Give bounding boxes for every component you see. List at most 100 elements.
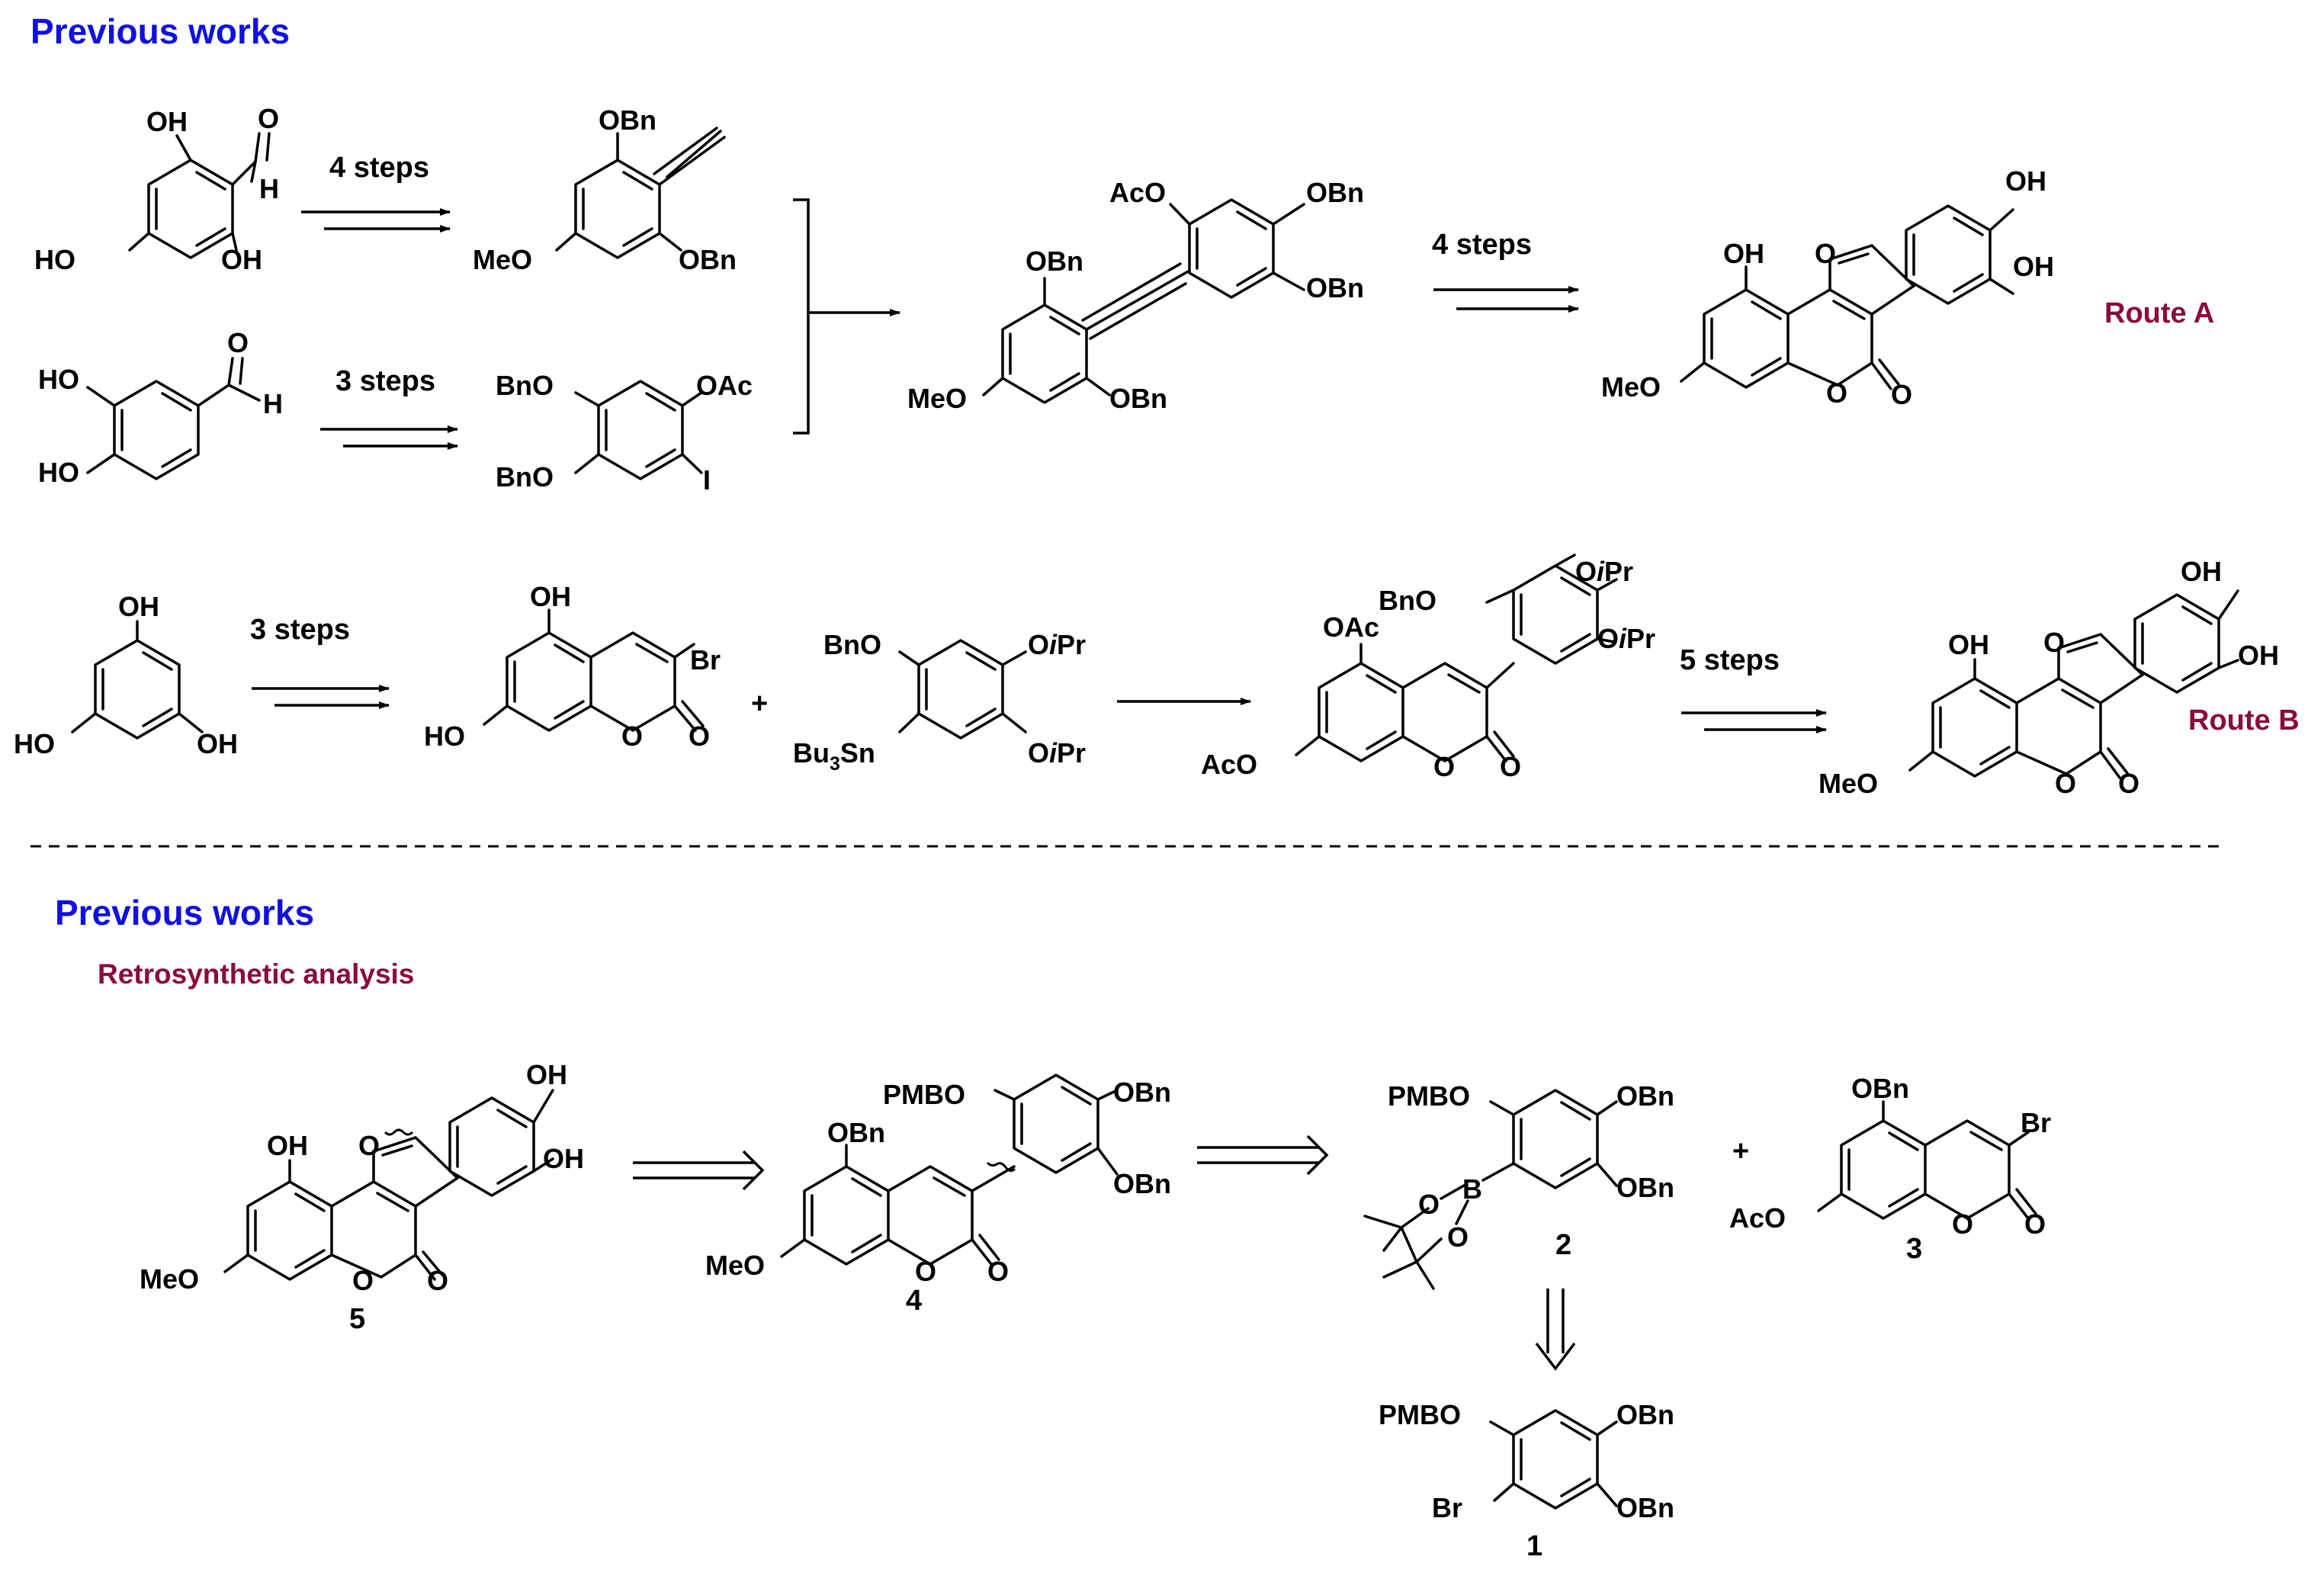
label-meo: MeO xyxy=(473,244,532,275)
label-o-ipr: OiPr xyxy=(1028,629,1086,660)
label-bno: BnO xyxy=(1379,585,1436,616)
label-obn: OBn xyxy=(1026,246,1083,277)
label-oac: OAc xyxy=(1323,611,1379,643)
label-obn: OBn xyxy=(1851,1073,1909,1104)
label-obn: OBn xyxy=(1616,1399,1674,1430)
plus-sign-route-b: + xyxy=(751,688,768,720)
label-meo: MeO xyxy=(1601,371,1661,403)
step-label-a1: 4 steps xyxy=(329,152,429,184)
molecule-coumestan-route-b: OH O OH OH MeO O O xyxy=(1818,556,2279,799)
label-oh: OH xyxy=(267,1130,308,1161)
label-obn: OBn xyxy=(1113,1077,1171,1108)
label-o: O xyxy=(689,720,710,752)
reaction-arrow-a2: 3 steps xyxy=(320,365,458,450)
label-obn: OBn xyxy=(1616,1172,1674,1203)
compound-number-2: 2 xyxy=(1555,1229,1571,1261)
label-meo: MeO xyxy=(1818,768,1878,799)
label-o: O xyxy=(1418,1189,1440,1220)
label-o: O xyxy=(915,1256,936,1287)
molecule-compound-4: PMBO OBn OBn OBn MeO O O 4 xyxy=(705,1074,1171,1317)
label-oh: OH xyxy=(2005,165,2046,197)
label-ho: HO xyxy=(34,244,75,275)
label-o: O xyxy=(2024,1208,2046,1240)
compound-number-1: 1 xyxy=(1526,1530,1542,1562)
label-obn: OBn xyxy=(679,244,737,275)
label-o-ipr: OiPr xyxy=(1597,623,1655,654)
molecule-compound-1: PMBO OBn Br OBn 1 xyxy=(1379,1399,1674,1562)
label-oh: OH xyxy=(543,1143,584,1174)
label-ho: HO xyxy=(38,364,79,395)
label-meo: MeO xyxy=(907,383,967,414)
heading-previous-works-top: Previous works xyxy=(30,11,290,51)
label-oh: OH xyxy=(197,728,238,759)
label-o: O xyxy=(1891,379,1912,410)
retrosynthetic-arrow-3 xyxy=(1535,1289,1576,1371)
label-ho: HO xyxy=(14,728,55,759)
label-br: Br xyxy=(2021,1107,2051,1138)
label-h: H xyxy=(259,173,279,204)
retrosynthetic-arrow-1 xyxy=(633,1150,765,1191)
label-tributylstannyl: Bu3Sn xyxy=(793,737,875,775)
label-o: O xyxy=(1500,751,1521,782)
label-o: O xyxy=(1447,1221,1469,1253)
molecule-diarylalkyne: AcO OBn OBn OBn MeO OBn xyxy=(907,177,1364,414)
label-br: Br xyxy=(1432,1492,1462,1523)
label-o: O xyxy=(2118,768,2139,799)
label-o: O xyxy=(358,1130,380,1161)
label-obn: OBn xyxy=(1306,177,1364,208)
reaction-arrow-a3: 4 steps xyxy=(1432,229,1579,313)
label-pmbo: PMBO xyxy=(1388,1080,1470,1112)
label-o: O xyxy=(2055,768,2076,799)
label-o: O xyxy=(352,1265,374,1296)
label-ho: HO xyxy=(424,720,465,752)
label-oh: OH xyxy=(1723,238,1764,269)
label-route-b: Route B xyxy=(2188,704,2300,737)
molecule-compound-5: OH O OH OH MeO O O 5 xyxy=(140,1059,584,1335)
molecule-aryl-stannane: BnO OiPr Bu3Sn OiPr xyxy=(793,629,1086,775)
label-meo: MeO xyxy=(140,1263,199,1295)
label-pmbo: PMBO xyxy=(883,1079,965,1110)
label-o-ipr: OiPr xyxy=(1028,737,1086,769)
compound-number-3: 3 xyxy=(1906,1233,1922,1265)
label-aco: AcO xyxy=(1729,1202,1786,1234)
label-ho: HO xyxy=(38,457,79,488)
label-o: O xyxy=(2043,627,2065,658)
molecule-bromocoumarin: OH Br HO O O xyxy=(424,581,721,752)
molecule-coumestan-route-a: OH O OH OH MeO O O xyxy=(1601,165,2054,410)
label-boron: B xyxy=(1462,1173,1482,1205)
step-label-b1: 3 steps xyxy=(250,614,350,646)
label-h: H xyxy=(263,388,283,419)
label-o: O xyxy=(227,327,249,358)
label-o: O xyxy=(258,103,279,134)
label-o: O xyxy=(1433,751,1455,782)
label-oh: OH xyxy=(221,244,262,275)
label-oh: OH xyxy=(1948,629,1989,660)
reaction-arrow-b1: 3 steps xyxy=(250,614,390,709)
plus-sign-retro: + xyxy=(1732,1135,1749,1167)
molecule-aryl-iodide: BnO OAc BnO I xyxy=(496,370,753,496)
label-pmbo: PMBO xyxy=(1379,1399,1461,1430)
label-obn: OBn xyxy=(827,1117,885,1148)
label-oac: OAc xyxy=(696,370,753,401)
label-o: O xyxy=(1815,238,1836,269)
label-oh: OH xyxy=(2181,556,2222,587)
label-obn: OBn xyxy=(1113,1168,1171,1199)
label-obn: OBn xyxy=(1616,1492,1674,1523)
label-iodine: I xyxy=(703,464,711,496)
heading-retrosynthetic-analysis: Retrosynthetic analysis xyxy=(98,958,414,990)
label-meo: MeO xyxy=(705,1250,765,1281)
label-bno: BnO xyxy=(496,461,554,493)
reaction-arrow-b3: 5 steps xyxy=(1680,644,1827,733)
label-obn: OBn xyxy=(1616,1080,1674,1112)
compound-number-5: 5 xyxy=(349,1303,365,1335)
label-bno: BnO xyxy=(823,629,881,660)
label-oh: OH xyxy=(2238,640,2279,671)
molecule-dihydroxybenzaldehyde: O H HO HO xyxy=(38,327,283,488)
label-route-a: Route A xyxy=(2104,297,2214,329)
molecule-alkyne-intermediate: OBn MeO OBn xyxy=(473,104,737,275)
label-o-ipr: OiPr xyxy=(1575,556,1633,587)
step-label-a2: 3 steps xyxy=(335,365,435,397)
label-obn: OBn xyxy=(599,104,656,136)
label-aco: AcO xyxy=(1109,177,1166,208)
